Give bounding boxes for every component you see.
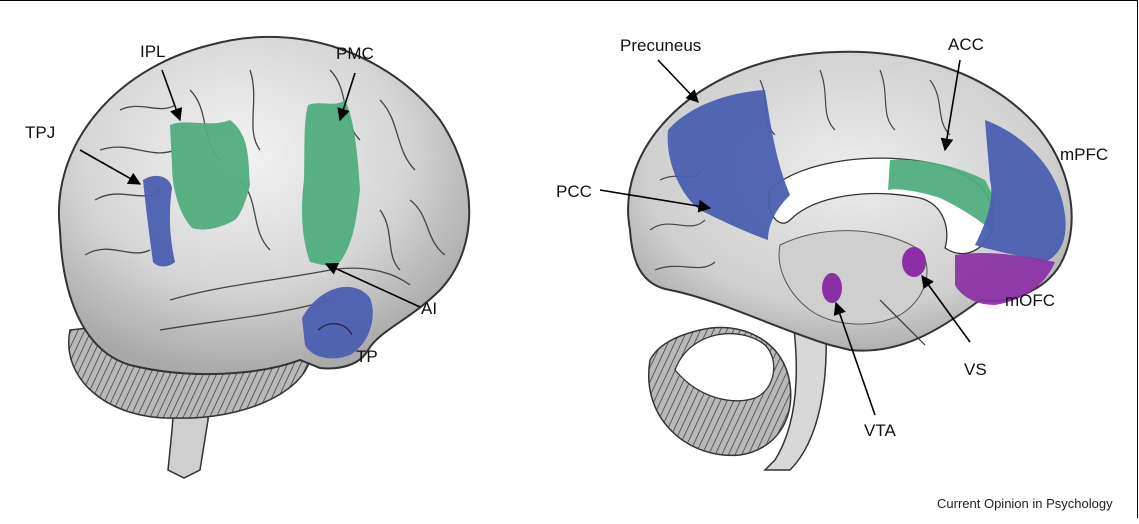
label-precuneus: Precuneus (620, 37, 701, 54)
label-pmc: PMC (336, 45, 374, 62)
figure-credit: Current Opinion in Psychology (937, 496, 1113, 511)
region-vta (822, 273, 842, 303)
label-vta: VTA (864, 422, 896, 439)
label-tpj: TPJ (25, 124, 55, 141)
region-vs (902, 247, 926, 277)
lateral-cerebrum (59, 37, 469, 374)
label-vs: VS (964, 361, 987, 378)
label-acc: ACC (948, 36, 984, 53)
label-ipl: IPL (140, 43, 166, 60)
lateral-brain-view (59, 37, 469, 478)
label-mpfc: mPFC (1060, 146, 1108, 163)
label-mofc: mOFC (1005, 292, 1055, 309)
label-pcc: PCC (556, 183, 592, 200)
arrow-precuneus (658, 60, 698, 102)
label-ai: AI (421, 300, 437, 317)
label-tp: TP (356, 348, 378, 365)
medial-brain-view (628, 52, 1072, 470)
